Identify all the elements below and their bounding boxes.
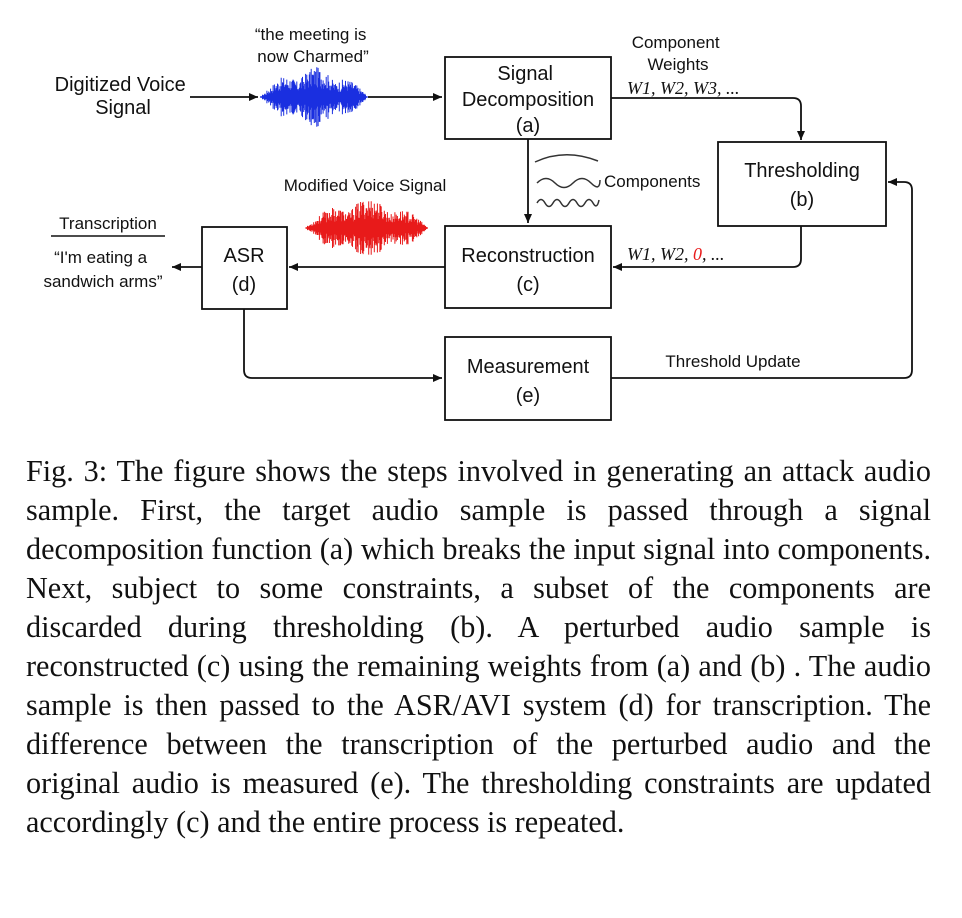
- pipeline-diagram: Digitized Voice Signal “the meeting is n…: [43, 25, 913, 421]
- measurement-title: Measurement: [467, 356, 590, 378]
- asr-to-measurement-arrow: [243, 309, 442, 382]
- threshold-update-arrow: [611, 178, 913, 379]
- modified-voice-label: Modified Voice Signal: [284, 176, 447, 195]
- signal-decomposition-tag: (a): [516, 115, 540, 137]
- thresholding-tag: (b): [790, 189, 814, 211]
- reconstruction-title: Reconstruction: [461, 245, 594, 267]
- transcription-quote: “I'm eating a sandwich arms”: [43, 248, 162, 291]
- signal-decomposition-title: Signal Decomposition: [462, 63, 594, 111]
- zero-weight: 0: [693, 244, 702, 264]
- thresholding-box: Thresholding (b): [717, 141, 887, 227]
- input-quote: “the meeting is now Charmed”: [255, 25, 371, 66]
- components-icon: [534, 154, 601, 208]
- figure-caption: Fig. 3: The figure shows the steps invol…: [26, 454, 931, 839]
- threshold-update-label: Threshold Update: [665, 352, 800, 371]
- transcription-label: Transcription: [59, 214, 157, 233]
- reconstruction-box: Reconstruction (c): [444, 225, 612, 309]
- component-weights-label: Component Weights: [632, 33, 725, 74]
- reduced-weights-arrow: [613, 226, 802, 271]
- asr-tag: (d): [232, 274, 256, 296]
- reduced-weights-formula: W1, W2, 0, ...: [627, 244, 725, 264]
- thresholding-title: Thresholding: [744, 160, 860, 182]
- component-weights-formula: W1, W2, W3, ...: [627, 78, 739, 98]
- asr-title: ASR: [223, 245, 264, 267]
- components-label: Components: [604, 172, 700, 191]
- signal-decomposition-box: Signal Decomposition (a): [444, 56, 612, 140]
- reconstruction-tag: (c): [516, 274, 539, 296]
- weights-arrow: [611, 97, 805, 140]
- asr-box: ASR (d): [201, 226, 288, 310]
- original-voice-waveform: [260, 67, 368, 127]
- modified-voice-waveform: [305, 201, 428, 255]
- measurement-box: Measurement (e): [444, 336, 612, 421]
- measurement-tag: (e): [516, 385, 540, 407]
- input-label: Digitized Voice Signal: [55, 74, 192, 119]
